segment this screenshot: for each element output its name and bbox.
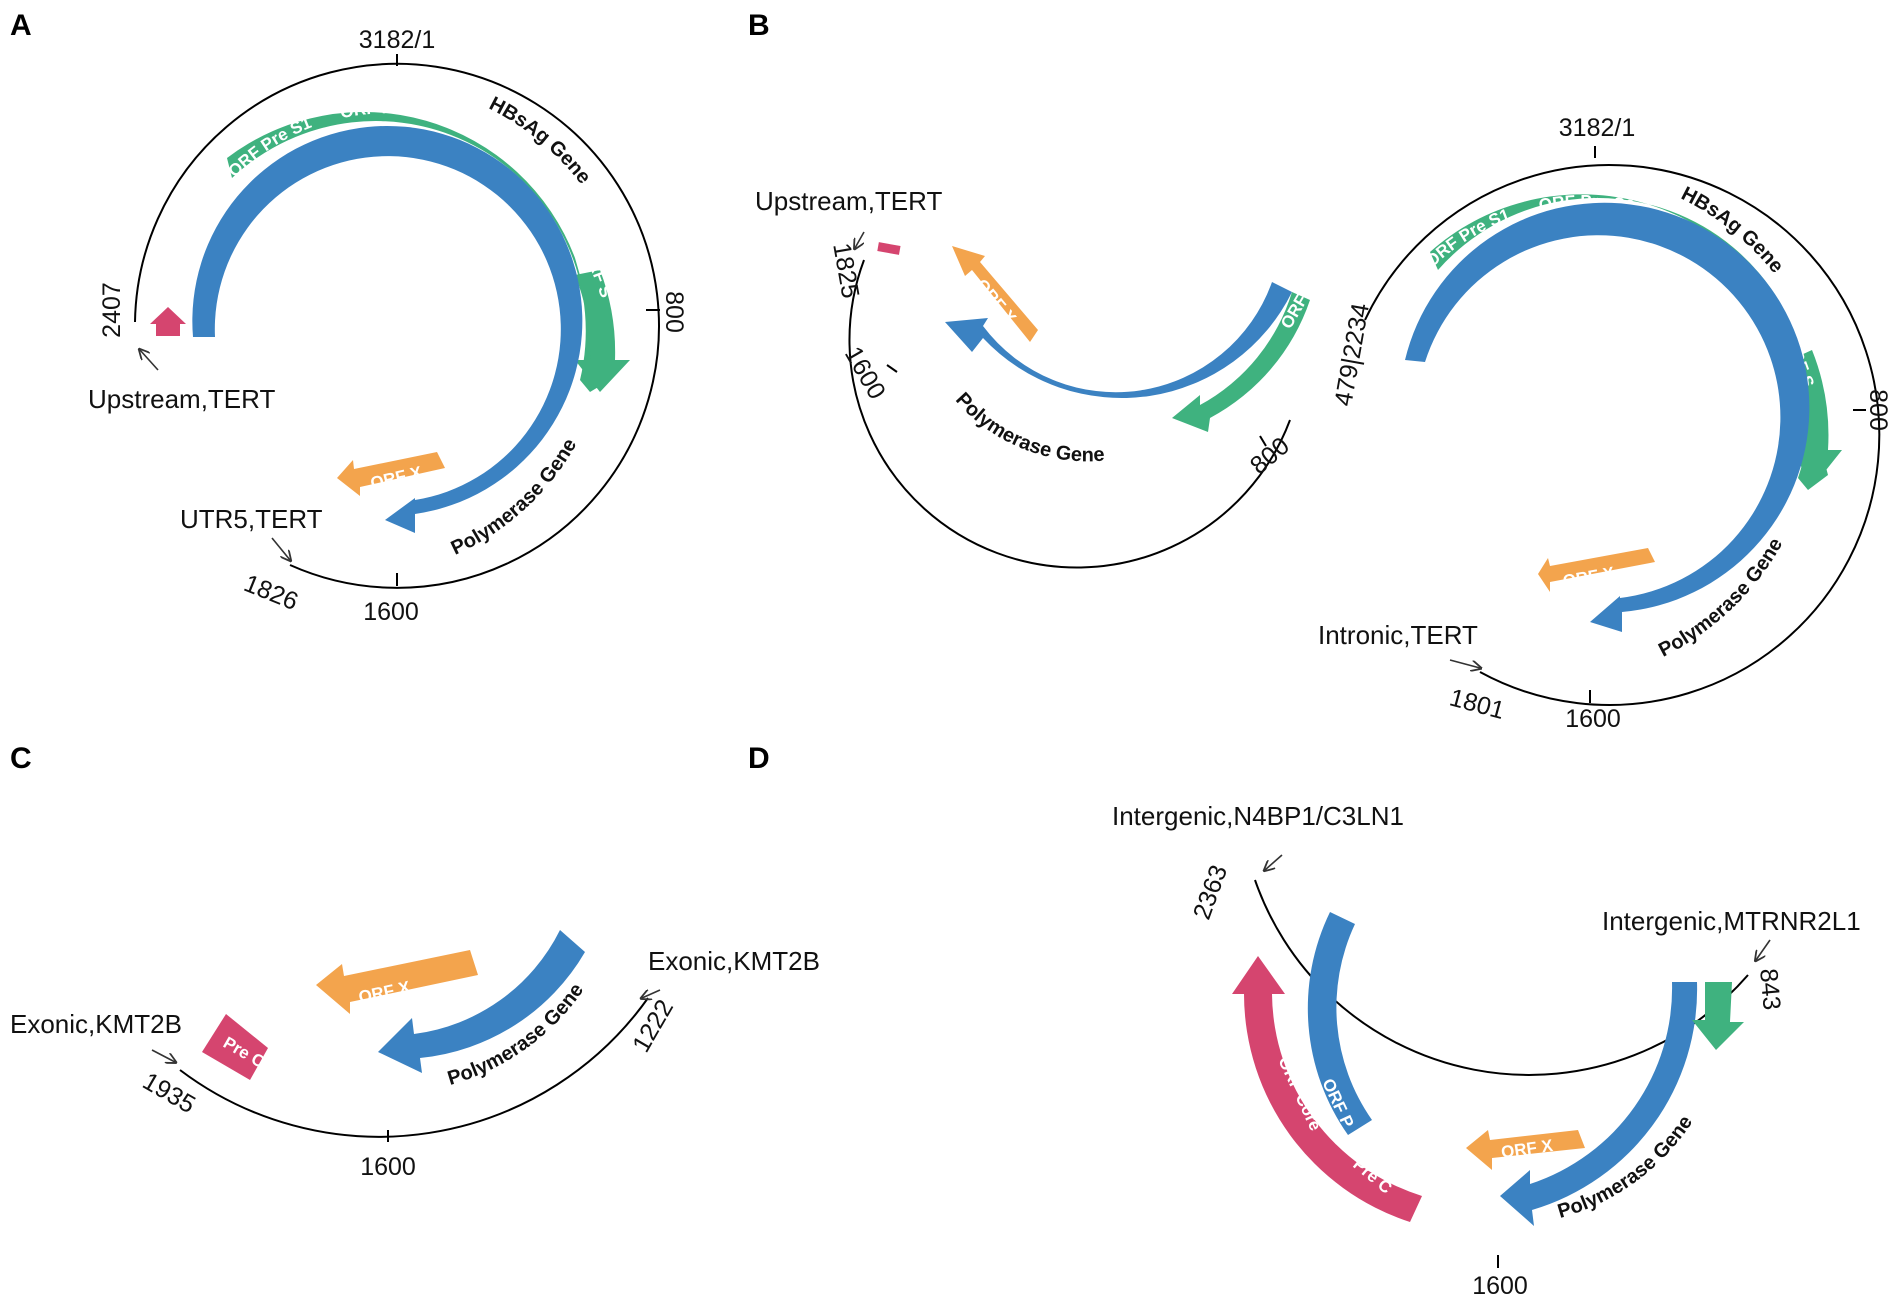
label-exonic-kmt2b-left: Exonic,KMT2B: [10, 1009, 182, 1039]
tick-800: [1259, 435, 1267, 447]
panel-letter-c: C: [10, 742, 32, 775]
label-exonic-kmt2b-right: Exonic,KMT2B: [648, 946, 820, 976]
pointer-arrow: [642, 990, 661, 998]
orf-s-arrow: [575, 270, 630, 392]
orf-core-pre-c-arrow: [1232, 956, 1422, 1222]
coord-800-right: 800: [1864, 389, 1892, 431]
label-intergenic-n4bp1: Intergenic,N4BP1/C3LN1: [1112, 801, 1404, 831]
coord-800: 800: [660, 291, 688, 333]
coord-1600: 1600: [363, 598, 419, 626]
polymerase-gene-arrow-left: [945, 282, 1292, 399]
pointer-arrow: [855, 231, 865, 248]
label-intronic-tert: Intronic,TERT: [1318, 620, 1478, 650]
panel-a: A 3182/1 800 2407 1826 1600 Upstream,TER…: [10, 9, 688, 626]
panel-letter-b: B: [748, 9, 770, 42]
label-utr5-tert: UTR5,TERT: [180, 504, 323, 534]
genome-backbone-left: [848, 259, 1291, 569]
orf-x-arrow: [337, 452, 445, 496]
label-intergenic-mtrnr2l1: Intergenic,MTRNR2L1: [1602, 906, 1861, 936]
genome-backbone-arc: [134, 62, 660, 589]
orf-x-arrow: [316, 950, 478, 1014]
coord-junction: 479|2234: [1329, 301, 1375, 408]
panel-b: B 3182/1 800 800 479|2234 1825 1600 1801…: [748, 9, 1892, 733]
pre-c-block: [202, 1014, 268, 1080]
coord-top: 3182/1: [359, 26, 435, 54]
pointer-arrow: [1449, 659, 1480, 668]
coord-top: 3182/1: [1559, 114, 1635, 142]
pointer-arrow: [140, 350, 159, 371]
orf-hbsag-band: [227, 112, 610, 392]
orf-x-arrow-right: [1538, 548, 1655, 592]
orf-x-arrow-left: [952, 246, 1038, 342]
polymerase-gene-arrow: [378, 930, 585, 1073]
coord-1600-left: 1600: [839, 342, 891, 404]
pointer-arrow: [1756, 939, 1771, 960]
coord-1600: 1600: [1472, 1272, 1528, 1300]
orf-s-arrow: [1692, 982, 1744, 1050]
orf-s-arrow-left: [1172, 292, 1310, 432]
label-polymerase-gene-left: Polymerase Gene: [951, 388, 1105, 466]
pointer-arrow: [271, 537, 290, 560]
coord-1600: 1600: [360, 1153, 416, 1181]
panel-letter-a: A: [10, 9, 32, 42]
tick-1600: [886, 364, 898, 373]
coord-1826: 1826: [240, 569, 302, 616]
panel-d: D 1600 2363 843 Intergenic,N4BP1/C3LN1 I…: [748, 742, 1861, 1300]
coord-1825: 1825: [827, 241, 864, 301]
coord-1801: 1801: [1447, 684, 1508, 725]
panel-letter-d: D: [748, 742, 770, 775]
genome-backbone-right: [1364, 164, 1881, 706]
orf-hbsag-band: [1430, 194, 1828, 490]
orf-p-block: [1307, 912, 1372, 1135]
coord-1600-bottom: 1600: [1565, 705, 1621, 733]
coord-800-mid: 800: [1245, 432, 1295, 480]
integration-site-marker: [877, 242, 901, 255]
label-upstream-tert: Upstream,TERT: [755, 186, 942, 216]
polymerase-gene-arrow: [1500, 982, 1698, 1226]
coord-1222: 1222: [627, 995, 679, 1057]
genome-backbone-arc: [179, 997, 649, 1138]
coord-2363: 2363: [1188, 861, 1233, 923]
integration-site-marker: [150, 307, 186, 336]
pointer-arrow: [151, 1049, 175, 1062]
coord-2407: 2407: [98, 282, 126, 338]
label-upstream-tert: Upstream,TERT: [88, 384, 275, 414]
pointer-arrow: [1265, 854, 1283, 870]
panel-c: C 1600 1935 1222 Exonic,KMT2B Exonic,KMT…: [10, 742, 820, 1181]
coord-1935: 1935: [138, 1067, 200, 1119]
coord-843: 843: [1754, 967, 1786, 1011]
orf-x-arrow: [1466, 1130, 1585, 1170]
